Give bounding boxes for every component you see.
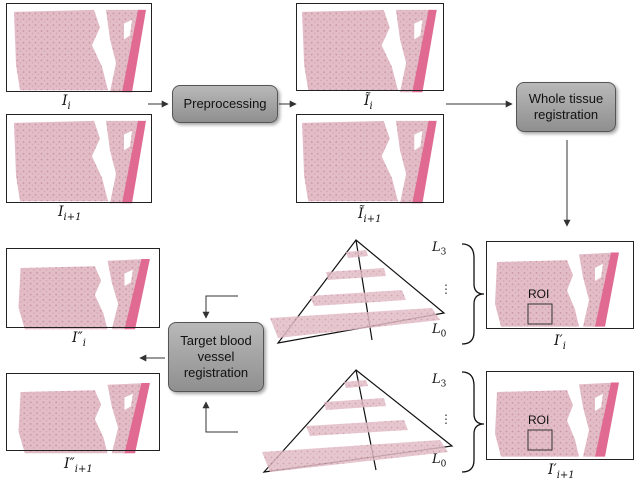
frame-image-pre-i [296,3,444,91]
pyramid-top [270,239,446,344]
preprocessing-box: Preprocessing [172,85,278,123]
frame-image-reg-i1 [486,371,634,460]
caption-image-pre-i: Ĩi [364,93,373,112]
arrow-to-target-top [202,295,238,319]
brace-top [461,243,485,345]
level-label-bottom-pyramid2: L0 [432,452,447,470]
roi-label-i1: ROI [528,413,550,427]
level-dots-pyramid2: ⋮ [440,412,452,426]
frame-image-i [6,3,152,92]
caption-image-i1: Ii+1 [58,204,82,223]
pyramid-bottom [262,369,454,473]
caption-image-i: Ii [62,93,71,112]
preprocessing-label: Preprocessing [183,95,267,111]
caption-image-pre-i1: Ĩi+1 [358,206,382,225]
brace-bottom [461,371,485,473]
caption-image-out-i: I″i [72,330,86,349]
level-label-top-pyramid2: L3 [432,372,447,390]
level-label-bottom-pyramid1: L0 [432,322,447,340]
frame-image-out-i [6,248,160,328]
roi-box-i1 [527,429,553,451]
caption-image-reg-i1: I′i+1 [548,462,575,481]
frame-image-out-i1 [6,373,160,451]
frame-image-pre-i1 [296,114,444,203]
caption-image-reg-i: I′i [554,333,566,352]
frame-image-i1 [6,114,152,203]
level-label-top-pyramid1: L3 [432,240,447,258]
level-dots-pyramid1: ⋮ [440,282,452,296]
target-vessel-registration-box: Target blood vessel registration [168,322,264,392]
arrow-to-target-bottom [202,401,238,433]
caption-image-out-i1: I″i+1 [64,456,93,475]
roi-box-i [527,303,553,325]
frame-image-reg-i [486,241,634,329]
whole-tissue-registration-box: Whole tissue registration [516,82,616,132]
whole-tissue-registration-label: Whole tissue registration [528,90,604,122]
roi-label-i: ROI [528,287,550,301]
target-vessel-registration-label: Target blood vessel registration [180,332,252,381]
